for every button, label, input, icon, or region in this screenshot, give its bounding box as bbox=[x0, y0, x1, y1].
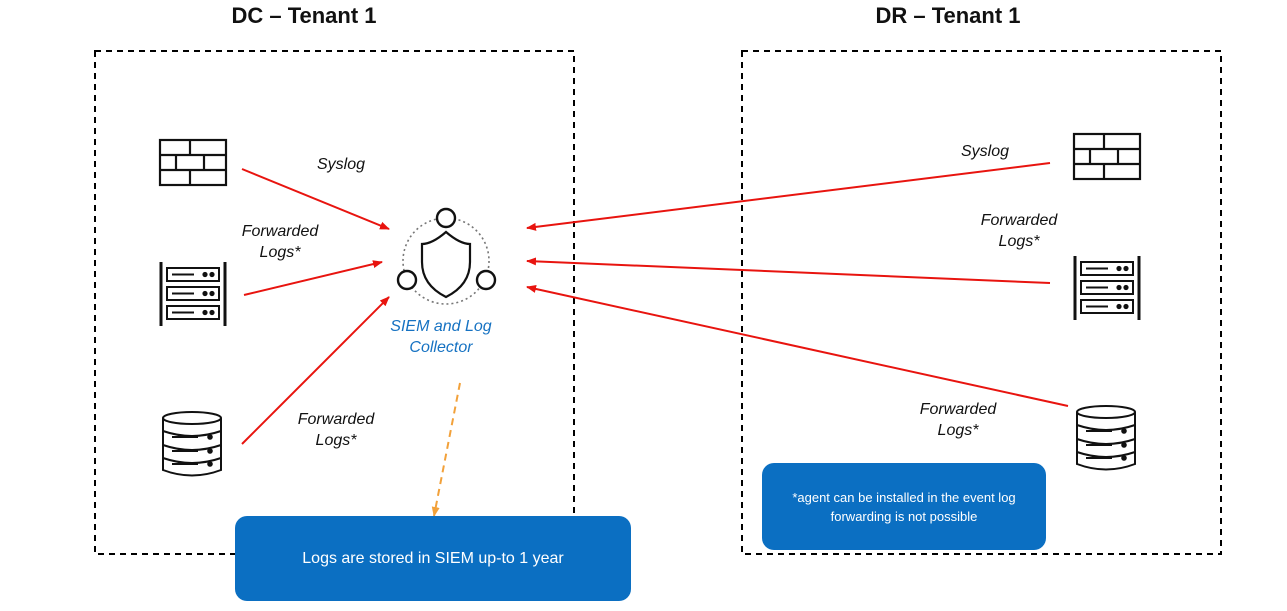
dr-fwd-1-line-1: Forwarded bbox=[980, 212, 1058, 229]
dc-database-icon bbox=[162, 411, 222, 477]
dr-fwd-1-line-2: Logs* bbox=[998, 233, 1040, 250]
dc-tenant-title: DC – Tenant 1 bbox=[231, 3, 377, 28]
dr-tenant-title: DR – Tenant 1 bbox=[875, 3, 1021, 28]
siem-label-line-1: SIEM and Log bbox=[390, 318, 492, 335]
dc-syslog-arrow bbox=[241, 168, 390, 230]
dc-syslog-label: Syslog bbox=[316, 156, 366, 173]
dr-server-forward-arrow bbox=[526, 257, 1051, 284]
storage-arrow bbox=[431, 382, 461, 517]
dc-fwd-1-line-2: Logs* bbox=[259, 244, 301, 261]
dr-server-rack-icon bbox=[1073, 256, 1141, 320]
agent-note: *agent can be installed in the event log… bbox=[762, 463, 1046, 550]
dc-server-rack-icon bbox=[159, 262, 227, 326]
dr-fwd-2-line-1: Forwarded bbox=[919, 401, 997, 418]
storage-note-text: Logs are stored in SIEM up-to 1 year bbox=[302, 549, 564, 567]
dc-fwd-1-line-1: Forwarded bbox=[241, 223, 319, 240]
dc-database-forward-arrow bbox=[241, 296, 390, 445]
dr-forwarded-logs-label-1: Forwarded Logs* bbox=[981, 210, 1057, 252]
dr-firewall-icon bbox=[1072, 132, 1142, 181]
siem-label: SIEM and Log Collector bbox=[390, 316, 491, 358]
siem-shield-network-icon bbox=[396, 207, 497, 305]
dc-server-forward-arrow bbox=[243, 260, 383, 296]
dc-forwarded-logs-label-2: Forwarded Logs* bbox=[298, 409, 374, 451]
dc-fwd-2-line-1: Forwarded bbox=[297, 411, 375, 428]
dr-forwarded-logs-label-2: Forwarded Logs* bbox=[920, 399, 996, 441]
dc-tenant-boundary bbox=[94, 50, 575, 555]
dc-fwd-2-line-2: Logs* bbox=[315, 432, 357, 449]
storage-note: Logs are stored in SIEM up-to 1 year bbox=[235, 516, 631, 601]
dc-firewall-icon bbox=[158, 138, 228, 187]
dr-fwd-2-line-2: Logs* bbox=[937, 422, 979, 439]
dr-syslog-arrow bbox=[526, 162, 1051, 231]
dr-syslog-label: Syslog bbox=[960, 143, 1010, 160]
dr-database-forward-arrow bbox=[526, 285, 1069, 407]
dc-forwarded-logs-label-1: Forwarded Logs* bbox=[242, 221, 318, 263]
siem-label-line-2: Collector bbox=[409, 339, 473, 356]
agent-note-text: *agent can be installed in the event log… bbox=[792, 489, 1016, 524]
dr-tenant-boundary bbox=[741, 50, 1222, 555]
dr-database-icon bbox=[1076, 405, 1136, 471]
